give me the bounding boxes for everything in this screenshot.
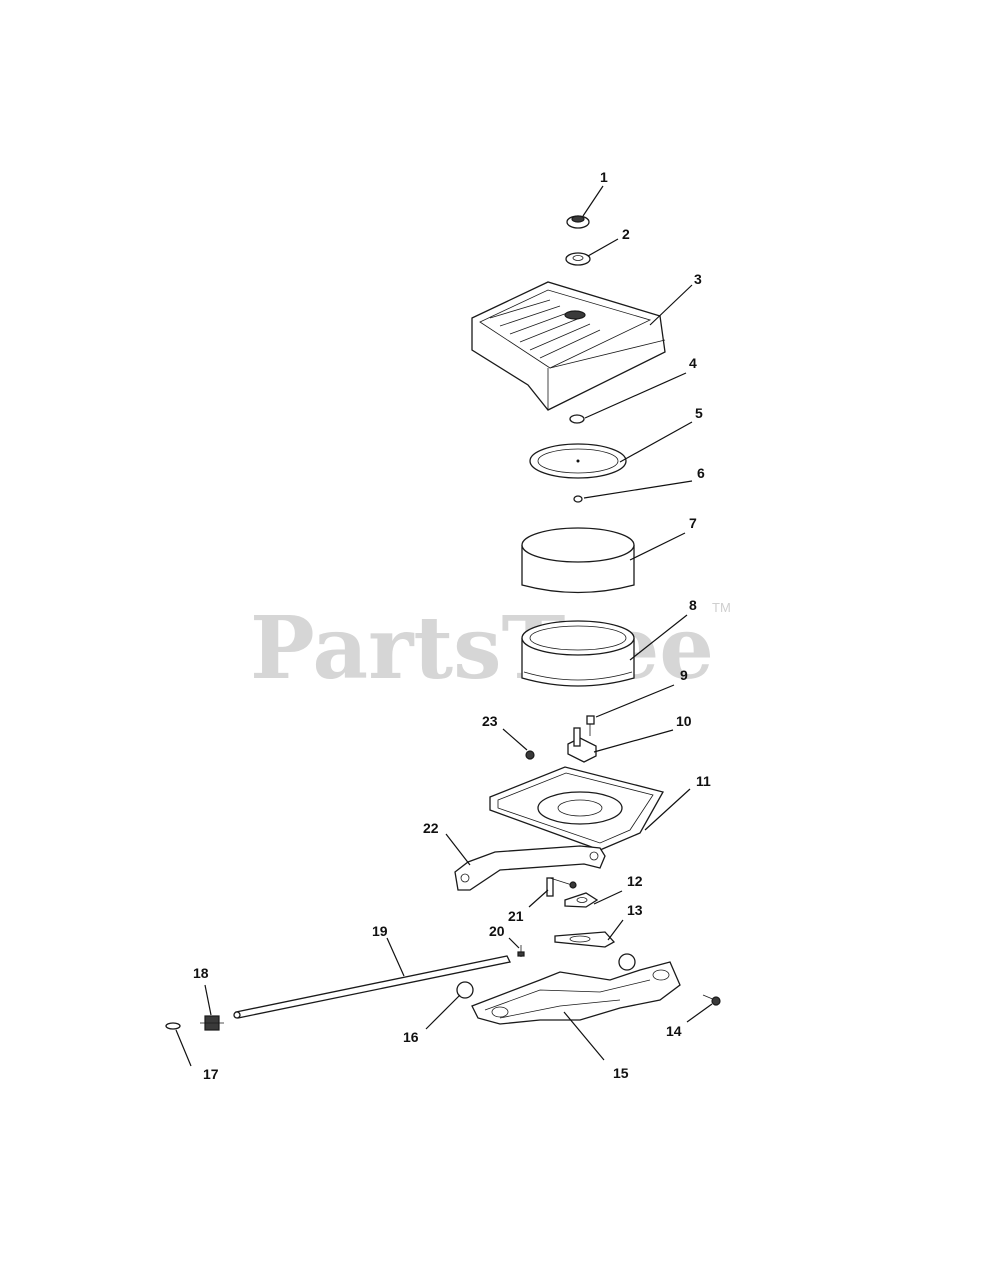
callout-20[interactable]: 20: [489, 923, 505, 939]
part-3-air-cleaner-cover[interactable]: [471, 281, 666, 411]
part-8-filter-element[interactable]: [521, 620, 635, 687]
part-19-rod[interactable]: [233, 955, 511, 1019]
leader-10: [593, 729, 674, 753]
leader-17: [175, 1029, 192, 1067]
leader-22: [445, 833, 471, 866]
callout-17[interactable]: 17: [203, 1066, 219, 1082]
leader-9: [595, 684, 675, 718]
part-17-pin[interactable]: [165, 1022, 181, 1030]
callout-labels: 1 2 3 4 5 6 7 8 9 10 11 12 13 14 15 16 1…: [193, 169, 711, 1082]
callout-21[interactable]: 21: [508, 908, 524, 924]
callout-4[interactable]: 4: [689, 355, 697, 371]
callout-8[interactable]: 8: [689, 597, 697, 613]
leader-3: [649, 284, 693, 326]
leader-15: [563, 1011, 605, 1061]
callout-2[interactable]: 2: [622, 226, 630, 242]
callout-22[interactable]: 22: [423, 820, 439, 836]
part-22-breather-tube[interactable]: [454, 845, 606, 891]
callout-23[interactable]: 23: [482, 713, 498, 729]
part-15-bracket-casting[interactable]: [471, 961, 681, 1025]
leader-4: [584, 372, 687, 419]
leader-21: [528, 889, 549, 908]
leader-11: [644, 788, 691, 831]
part-21-stud[interactable]: [546, 877, 577, 897]
part-13-gasket[interactable]: [554, 931, 616, 948]
leader-19: [386, 937, 405, 977]
part-1-nut[interactable]: [566, 215, 590, 229]
part-2-washer[interactable]: [565, 252, 591, 266]
leader-7: [629, 532, 686, 561]
part-20-screw[interactable]: [517, 945, 525, 957]
part-6-seal[interactable]: [573, 495, 583, 503]
part-18-clip[interactable]: [200, 1015, 224, 1031]
callout-11[interactable]: 11: [696, 773, 711, 789]
part-15-seal-ring[interactable]: [618, 953, 636, 971]
part-16-seal-ring[interactable]: [456, 981, 474, 999]
leader-13: [607, 919, 624, 941]
leader-20: [508, 937, 520, 949]
callout-5[interactable]: 5: [695, 405, 703, 421]
part-4-nut[interactable]: [569, 414, 585, 424]
watermark-text: PartsTree: [250, 598, 714, 699]
callout-9[interactable]: 9: [680, 667, 688, 683]
leader-1: [582, 185, 604, 217]
callout-6[interactable]: 6: [697, 465, 705, 481]
leader-16: [425, 994, 461, 1030]
callout-14[interactable]: 14: [666, 1023, 682, 1039]
leader-6: [583, 480, 693, 499]
callout-19[interactable]: 19: [372, 923, 388, 939]
part-9-bolt[interactable]: [586, 715, 595, 736]
part-23-nut[interactable]: [525, 750, 535, 760]
leader-5: [619, 421, 693, 463]
part-5-plate[interactable]: [529, 443, 627, 479]
part-10-bracket[interactable]: [567, 727, 597, 763]
watermark-trademark: TM: [712, 600, 731, 615]
part-14-bolt[interactable]: [702, 994, 721, 1006]
leader-lines: [175, 185, 713, 1067]
callout-12[interactable]: 12: [627, 873, 643, 889]
leader-14: [686, 1003, 713, 1023]
part-11-base[interactable]: [489, 766, 664, 851]
callout-10[interactable]: 10: [676, 713, 692, 729]
callout-16[interactable]: 16: [403, 1029, 419, 1045]
callout-15[interactable]: 15: [613, 1065, 629, 1081]
callout-18[interactable]: 18: [193, 965, 209, 981]
part-12-gasket[interactable]: [564, 892, 599, 908]
leader-8: [629, 614, 688, 661]
leader-23: [502, 728, 528, 751]
leader-12: [593, 890, 623, 905]
callout-1[interactable]: 1: [600, 169, 608, 185]
leader-18: [204, 984, 212, 1016]
callout-7[interactable]: 7: [689, 515, 697, 531]
callout-13[interactable]: 13: [627, 902, 643, 918]
leader-2: [587, 238, 619, 257]
part-7-pre-cleaner[interactable]: [521, 527, 635, 594]
callout-3[interactable]: 3: [694, 271, 702, 287]
